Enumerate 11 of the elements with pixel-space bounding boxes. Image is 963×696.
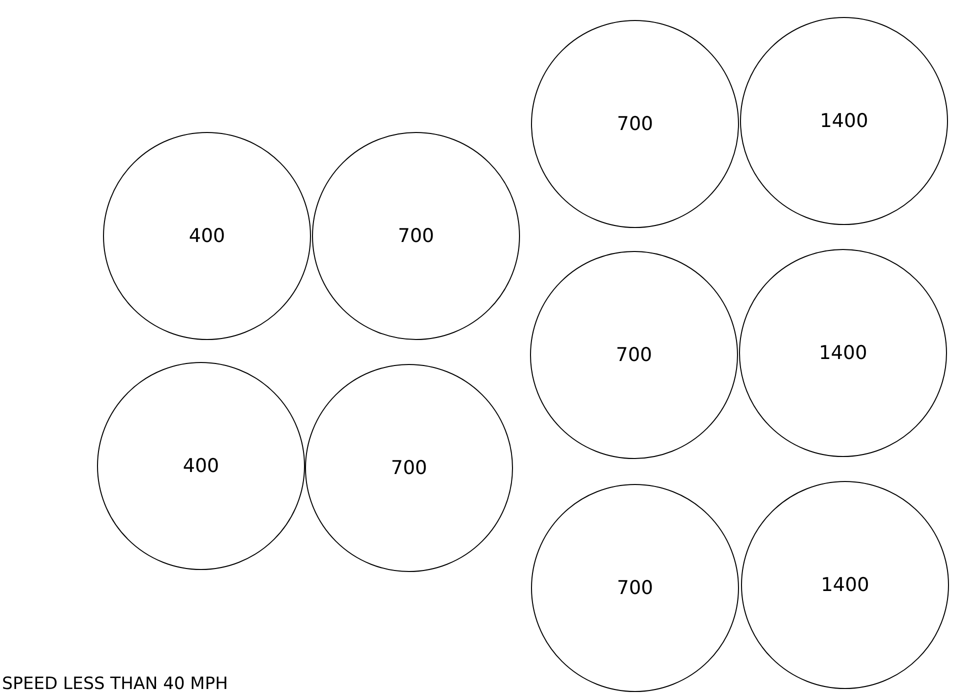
circle-value: 1400	[818, 340, 868, 366]
circle-value: 700	[390, 456, 428, 481]
circle-value: 700	[398, 224, 434, 249]
circle-value: 700	[616, 112, 654, 137]
circle-value: 1400	[820, 108, 868, 134]
circle-value: 700	[616, 576, 654, 601]
circle-value: 400	[182, 454, 220, 479]
caption-note: SPEED LESS THAN 40 MPH	[2, 673, 228, 696]
circle-value: 1400	[820, 572, 870, 598]
circle-value: 400	[188, 224, 226, 249]
circle-value: 700	[616, 342, 652, 368]
